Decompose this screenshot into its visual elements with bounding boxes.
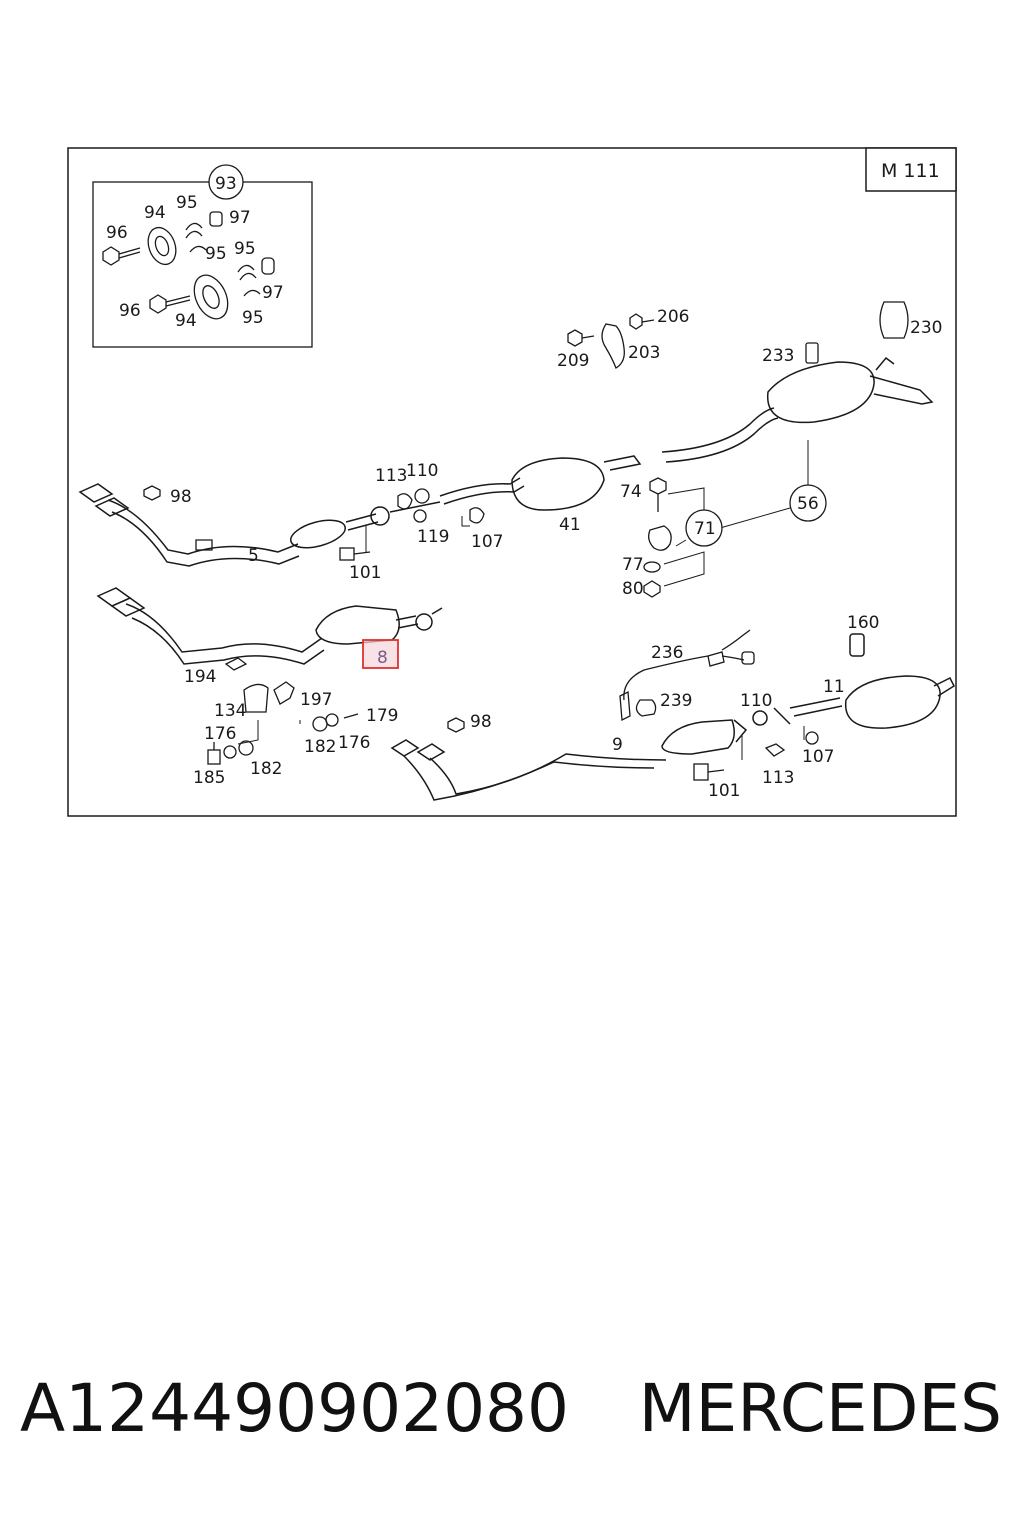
callout-97: 97 [262,283,284,303]
highlight-box[interactable] [362,639,399,669]
callout-11: 11 [823,677,845,697]
callout-98: 98 [170,487,192,507]
callout-203: 203 [628,343,660,363]
callout-101: 101 [349,563,381,583]
highlighted-callout[interactable]: 8 [377,648,388,668]
callout-107: 107 [471,532,503,552]
callout-97: 97 [229,208,251,228]
callout-71: 71 [694,519,716,539]
callout-circle-71 [685,509,723,547]
callout-95: 95 [176,193,198,213]
callout-74: 74 [620,482,642,502]
callout-206: 206 [657,307,689,327]
hanger-parts [567,301,909,369]
part-number: A124490902080 [20,1370,570,1447]
bottom-exhaust [390,633,955,801]
callout-230: 230 [910,318,942,338]
callout-96: 96 [106,223,128,243]
callout-94: 94 [175,311,197,331]
sensor-parts [143,477,819,781]
callout-9: 9 [612,735,623,755]
inset-box [92,181,313,348]
callout-95: 95 [205,244,227,264]
callout-185: 185 [193,768,225,788]
callout-176: 176 [338,733,370,753]
callout-113: 113 [375,466,407,486]
callout-182: 182 [250,759,282,779]
callout-233: 233 [762,346,794,366]
callout-110: 110 [740,691,772,711]
callout-circle-56 [789,484,827,522]
brand-name: MERCEDES [638,1370,1002,1447]
callout-160: 160 [847,613,879,633]
callout-107: 107 [802,747,834,767]
callout-197: 197 [300,690,332,710]
callout-236: 236 [651,643,683,663]
diagram-frame [67,147,957,817]
inset-callout: 93 [215,174,237,194]
callout-113: 113 [762,768,794,788]
callout-labels: 96 94 95 97 95 95 97 96 94 95 209 206 20… [106,193,942,801]
callout-101: 101 [708,781,740,801]
engine-code-box [865,147,957,192]
callout-194: 194 [184,667,216,687]
callout-56: 56 [797,494,819,514]
callout-209: 209 [557,351,589,371]
callout-5: 5 [248,546,259,566]
upper-exhaust [78,356,934,567]
leader-lines [237,440,809,760]
callout-77: 77 [622,555,644,575]
lower-exhaust [96,587,443,665]
callout-179: 179 [366,706,398,726]
callout-98: 98 [470,712,492,732]
footer: A124490902080 MERCEDES [0,1370,1024,1480]
inset-parts [102,211,275,320]
callout-176: 176 [204,724,236,744]
callout-41: 41 [559,515,581,535]
callout-95: 95 [234,239,256,259]
callout-239: 239 [660,691,692,711]
callout-119: 119 [417,527,449,547]
callout-134: 134 [214,701,246,721]
callout-80: 80 [622,579,644,599]
callout-182: 182 [304,737,336,757]
engine-code: M 111 [881,160,940,182]
callout-110: 110 [406,461,438,481]
inset-callout-circle [208,164,244,200]
callout-96: 96 [119,301,141,321]
callout-95: 95 [242,308,264,328]
callout-94: 94 [144,203,166,223]
